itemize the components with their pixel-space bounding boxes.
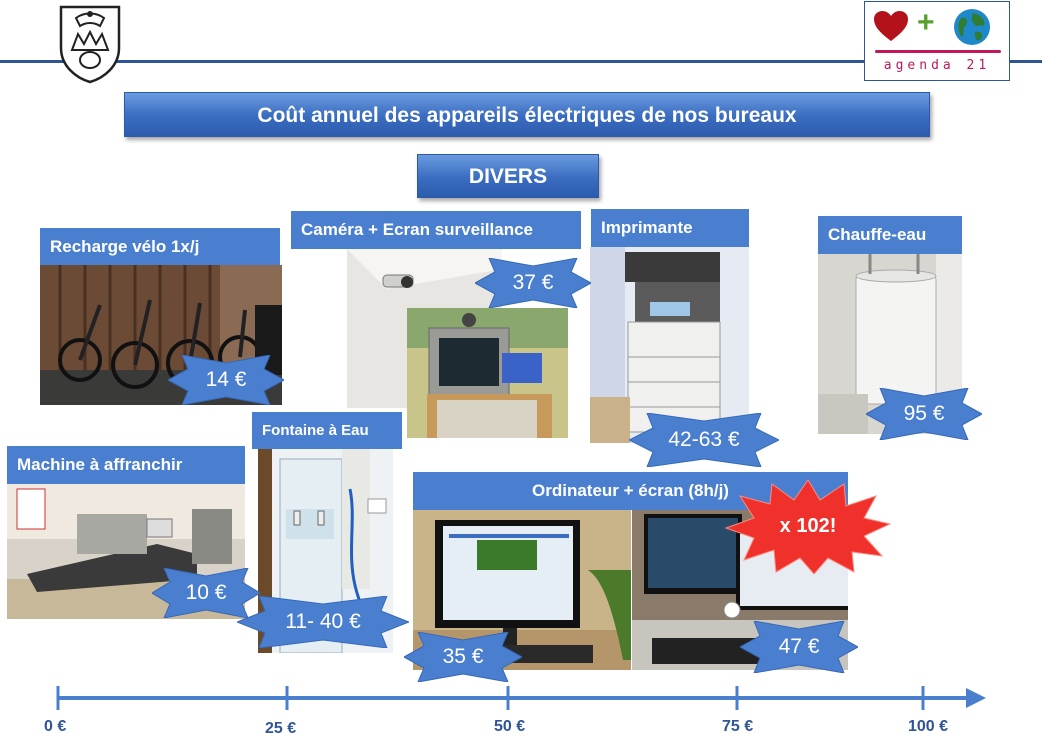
plus-icon: + [917, 6, 935, 39]
cost-badge-recharge: 14 € [168, 355, 284, 405]
label-recharge-velo: Recharge vélo 1x/j [40, 228, 280, 265]
header-rule [0, 60, 1042, 63]
logo-text: agenda 21 [883, 58, 991, 73]
axis-tick-25: 25 € [265, 720, 297, 737]
multiplier-text: x 102! [779, 514, 837, 537]
cost-badge-imprimante: 42-63 € [629, 413, 779, 467]
multiplier-badge: x 102! [724, 478, 892, 575]
municipal-seal-icon [58, 4, 122, 84]
axis-tick-100: 100 € [908, 718, 949, 735]
axis-tick-50: 50 € [494, 718, 526, 735]
axis-tick-75: 75 € [722, 718, 754, 735]
page-title: Coût annuel des appareils électriques de… [124, 92, 930, 137]
cost-badge-affranchir: 10 € [152, 568, 260, 618]
photo-printer [590, 247, 749, 443]
label-chauffe-eau: Chauffe-eau [818, 216, 962, 254]
photo-monitor [407, 308, 568, 438]
logo-underline [875, 50, 1001, 53]
category-banner: DIVERS [417, 154, 599, 198]
cost-badge-ordinateur-left: 35 € [404, 632, 522, 682]
agenda21-logo: + agenda 21 [864, 1, 1010, 81]
cost-badge-fontaine: 11- 40 € [237, 596, 409, 648]
heart-icon [874, 11, 908, 41]
globe-icon [954, 9, 990, 45]
axis-tick-0: 0 € [44, 718, 67, 735]
label-affranchir: Machine à affranchir [7, 446, 245, 484]
label-fontaine: Fontaine à Eau [252, 412, 402, 449]
cost-axis [56, 686, 986, 710]
cost-badge-ordinateur-right: 47 € [740, 621, 858, 673]
label-camera: Caméra + Ecran surveillance [291, 211, 581, 249]
label-imprimante: Imprimante [591, 209, 749, 247]
cost-badge-chauffe-eau: 95 € [866, 388, 982, 440]
cost-badge-camera: 37 € [475, 258, 591, 308]
